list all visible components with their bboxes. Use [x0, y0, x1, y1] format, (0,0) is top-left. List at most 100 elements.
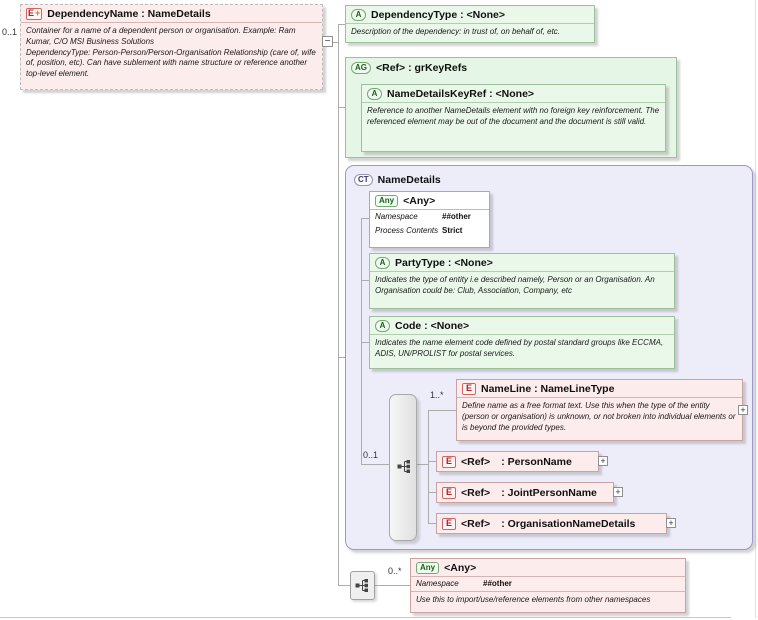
collapse-toggle[interactable]: − — [322, 36, 333, 47]
attribute-dependency-type[interactable]: A DependencyType : <None> Description of… — [345, 5, 595, 43]
complex-type-name-details[interactable]: CT NameDetails Any <Any> Namespace ##oth… — [345, 165, 753, 550]
connector-line — [361, 218, 362, 464]
attribute-doc: Indicates the type of entity i.e describ… — [375, 275, 657, 295]
any-badge-icon: Any — [375, 194, 399, 207]
attribute-header: A DependencyType : <None> — [346, 6, 594, 23]
cardinality-label: 0..* — [388, 566, 402, 576]
element-type-label: : OrganisationNameDetails — [501, 517, 636, 530]
connector-line — [417, 464, 428, 465]
sequence-group[interactable] — [350, 571, 375, 600]
connector-line — [428, 523, 436, 524]
attribute-group-key-refs[interactable]: AG <Ref> : grKeyRefs A NameDetailsKeyRef… — [345, 57, 677, 158]
connector-line — [338, 585, 350, 586]
namespace-label: Namespace — [375, 212, 418, 221]
element-ref-joint-person-name[interactable]: E <Ref> : JointPersonName — [436, 482, 614, 503]
process-contents-value: Strict — [442, 226, 463, 235]
attribute-badge-icon: A — [375, 319, 390, 332]
namespace-row: Namespace ##other — [370, 210, 489, 224]
separator — [411, 576, 685, 577]
element-badge-icon: E+ — [26, 7, 43, 20]
separator — [411, 591, 685, 592]
element-ref-label: <Ref> — [461, 455, 491, 468]
expand-toggle[interactable]: + — [613, 487, 623, 497]
separator — [346, 23, 594, 24]
choice-group-icon — [397, 460, 410, 473]
process-contents-label: Process Contents — [375, 226, 439, 235]
element-title: NameLine : NameLineType — [481, 382, 615, 395]
any-attribute-header: Any <Any> — [370, 192, 489, 209]
element-type-label: : PersonName — [501, 455, 572, 468]
element-header: E <Ref> : OrganisationNameDetails — [437, 514, 666, 533]
element-header: E <Ref> : JointPersonName — [437, 483, 613, 502]
attribute-code[interactable]: A Code : <None> Indicates the name eleme… — [369, 316, 675, 369]
namespace-value: ##other — [483, 579, 512, 588]
cardinality-label: 0..1 — [2, 27, 18, 37]
attribute-doc: Description of the dependency: in trust … — [351, 27, 561, 36]
complex-type-badge-icon: CT — [354, 173, 373, 186]
connector-line — [428, 410, 456, 411]
element-ref-person-name[interactable]: E <Ref> : PersonName — [436, 451, 599, 472]
badge-letter: E — [28, 8, 35, 18]
connector-line — [375, 585, 410, 586]
element-type-label: : JointPersonName — [501, 486, 597, 499]
any-wildcard-element[interactable]: Any <Any> Namespace ##other Use this to … — [410, 558, 686, 613]
any-header: Any <Any> — [411, 559, 685, 576]
separator — [370, 209, 489, 210]
any-attribute-title: <Any> — [403, 194, 436, 207]
connector-line — [338, 357, 345, 358]
element-header: E <Ref> : PersonName — [437, 452, 598, 471]
canvas-edge-line — [755, 0, 756, 618]
connector-line — [428, 492, 436, 493]
attribute-doc: Reference to another NameDetails element… — [367, 106, 662, 126]
any-badge-icon: Any — [416, 561, 440, 574]
namespace-label: Namespace — [416, 579, 459, 588]
attribute-header: A Code : <None> — [370, 317, 674, 334]
attribute-title: PartyType : <None> — [395, 256, 493, 269]
element-badge-icon: E — [442, 486, 456, 499]
element-badge-icon: E — [462, 382, 476, 395]
any-title: <Any> — [444, 561, 477, 574]
element-dependency-name[interactable]: E+ DependencyName : NameDetails Containe… — [20, 4, 323, 90]
attribute-party-type[interactable]: A PartyType : <None> Indicates the type … — [369, 253, 675, 309]
namespace-row: Namespace ##other — [411, 577, 685, 591]
connector-line — [361, 464, 389, 465]
attribute-name-details-key-ref[interactable]: A NameDetailsKeyRef : <None> Reference t… — [361, 84, 666, 152]
expand-toggle[interactable]: + — [598, 456, 608, 466]
element-title: DependencyName : NameDetails — [47, 7, 211, 20]
element-name-line[interactable]: E NameLine : NameLineType Define name as… — [456, 379, 743, 441]
attribute-badge-icon: A — [351, 8, 366, 21]
element-ref-label: <Ref> — [461, 517, 491, 530]
separator — [362, 102, 665, 103]
choice-group[interactable] — [389, 394, 417, 541]
connector-line — [361, 218, 369, 219]
process-contents-row: Process Contents Strict — [370, 224, 489, 238]
attribute-badge-icon: A — [375, 256, 390, 269]
namespace-value: ##other — [442, 212, 471, 221]
element-header: E NameLine : NameLineType — [457, 380, 742, 397]
connector-line — [338, 24, 345, 25]
attribute-header: A PartyType : <None> — [370, 254, 674, 271]
expand-toggle[interactable]: + — [738, 405, 748, 415]
separator — [370, 271, 674, 272]
separator — [457, 397, 742, 398]
expand-toggle[interactable]: + — [666, 518, 676, 528]
any-attribute-box[interactable]: Any <Any> Namespace ##other Process Cont… — [369, 191, 490, 248]
attribute-title: NameDetailsKeyRef : <None> — [387, 87, 535, 100]
element-doc: Define name as a free format text. Use t… — [462, 401, 738, 432]
element-header: E+ DependencyName : NameDetails — [21, 5, 322, 22]
element-badge-icon: E — [442, 517, 456, 530]
attribute-group-header: AG <Ref> : grKeyRefs — [346, 58, 676, 78]
attribute-header: A NameDetailsKeyRef : <None> — [362, 85, 665, 102]
attribute-doc: Indicates the name element code defined … — [375, 338, 666, 358]
attribute-group-title: <Ref> : grKeyRefs — [376, 62, 468, 74]
connector-line — [338, 107, 345, 108]
connector-line — [428, 461, 436, 462]
element-ref-organisation-name-details[interactable]: E <Ref> : OrganisationNameDetails — [436, 513, 667, 534]
connector-line — [361, 280, 369, 281]
separator — [370, 334, 674, 335]
attribute-group-badge-icon: AG — [351, 62, 371, 74]
connector-line — [338, 24, 339, 586]
element-badge-icon: E — [442, 455, 456, 468]
complex-type-title: NameDetails — [377, 173, 441, 186]
